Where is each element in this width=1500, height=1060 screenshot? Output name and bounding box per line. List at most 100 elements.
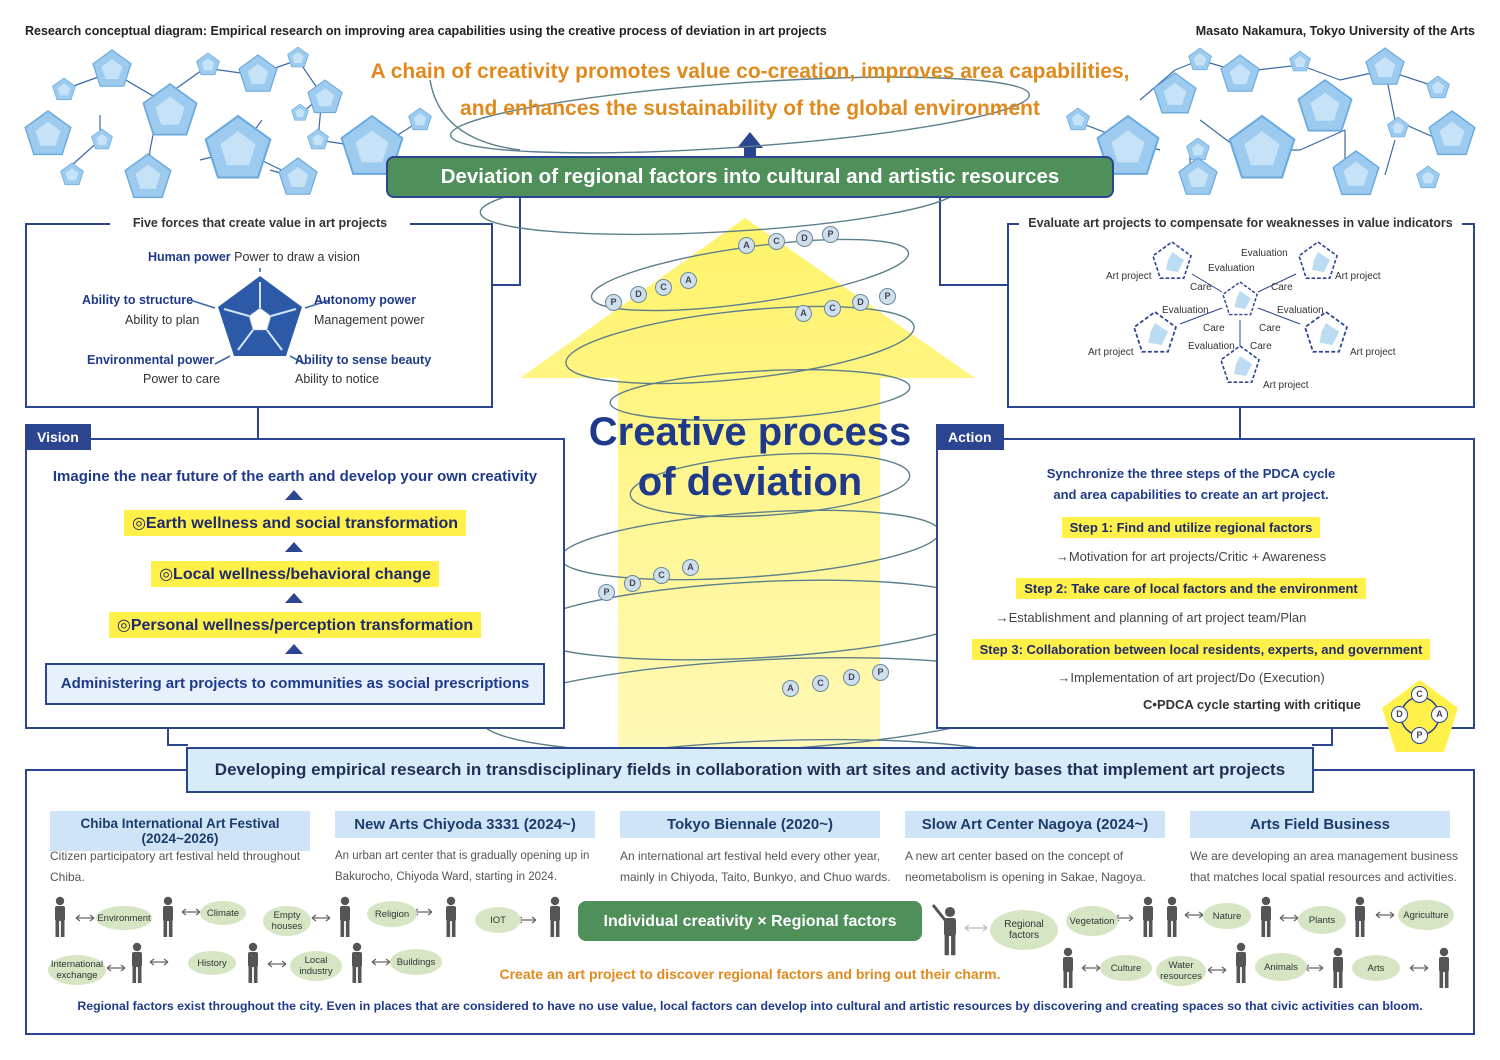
force-structure-label: Ability to structure <box>82 293 194 307</box>
footer-text: Regional factors exist throughout the ci… <box>77 999 1423 1013</box>
force-structure-text: Ability to plan <box>125 313 200 327</box>
card-chiba-desc1: Citizen participatory art festival held … <box>50 849 301 863</box>
five-forces-pentagon <box>218 276 302 356</box>
pdca-badge-c: C <box>655 279 672 296</box>
pdca-badge-c: C <box>768 233 785 250</box>
card-3331-title: New Arts Chiyoda 3331 (2024~) <box>335 811 595 838</box>
factor-agriculture: Agriculture <box>1398 900 1454 930</box>
eval-art-project-2: Art project <box>1335 271 1381 282</box>
card-biennale-title: Tokyo Biennale (2020~) <box>620 811 880 838</box>
action-step1-desc: →Motivation for art projects/Critic + Aw… <box>1055 549 1327 564</box>
factor-buildings: Buildings <box>390 949 442 975</box>
people-icons <box>55 896 1449 988</box>
center-title-line1: Creative process <box>588 410 912 454</box>
five-forces-title: Five forces that create value in art pro… <box>132 216 388 230</box>
pdca-badge-p: P <box>605 294 622 311</box>
pdca-badge-c: C <box>824 300 841 317</box>
action-step2-wrap: Step 2: Take care of local factors and t… <box>946 578 1436 599</box>
cpdca-letter-a: A <box>1431 706 1448 723</box>
five-forces-arrows <box>189 268 331 365</box>
factor-history: History <box>188 951 236 975</box>
card-afb-desc2: that matches local spatial resources and… <box>1190 870 1457 884</box>
eval-care-3: Care <box>1203 323 1225 334</box>
force-environmental-label: Environmental power <box>87 353 215 367</box>
evaluate-title: Evaluate art projects to compensate for … <box>1028 216 1453 230</box>
factor-international: International exchange <box>48 955 106 985</box>
create-line: Create an art project to discover region… <box>499 966 1001 982</box>
factor-environment: Environment <box>96 906 152 930</box>
eval-art-project-4: Art project <box>1350 347 1396 358</box>
headline-line1: A chain of creativity promotes value co-… <box>370 60 1130 83</box>
vision-item2: ◎Local wellness/behavioral change <box>151 561 439 587</box>
card-chiba-title: Chiba International Art Festival (2024~2… <box>50 811 310 851</box>
factor-animals: Animals <box>1255 953 1307 981</box>
force-human-label: Human power <box>148 250 231 264</box>
pdca-badge-c: C <box>653 567 670 584</box>
headline-line2: and enhances the sustainability of the g… <box>460 97 1040 120</box>
vision-bottom: Administering art projects to communitie… <box>45 663 545 705</box>
vision-item2-wrap: ◎Local wellness/behavioral change <box>35 561 555 587</box>
force-human-text: Power to draw a vision <box>234 250 360 264</box>
connector-lines <box>167 198 1333 746</box>
factor-culture: Culture <box>1100 955 1152 981</box>
vision-tag: Vision <box>25 424 91 450</box>
factor-empty-houses: Empty houses <box>263 906 311 936</box>
action-cycle-label: C•PDCA cycle starting with critique <box>1143 697 1361 712</box>
pdca-badge-d: D <box>630 286 647 303</box>
eval-art-project-3: Art project <box>1088 347 1134 358</box>
eval-evaluation-3: Evaluation <box>1162 305 1209 316</box>
center-title-line2: of deviation <box>637 460 863 504</box>
eval-art-project-1: Art project <box>1106 271 1152 282</box>
factor-local-industry: Local industry <box>290 951 342 981</box>
factor-religion: Religion <box>367 901 417 927</box>
eval-evaluation-2: Evaluation <box>1208 263 1255 274</box>
cpdca-letter-c: C <box>1411 686 1428 703</box>
cpdca-letter-d: D <box>1391 706 1408 723</box>
card-3331-desc2: Bakurocho, Chiyoda Ward, starting in 202… <box>335 871 558 883</box>
pdca-badge-a: A <box>795 305 812 322</box>
force-autonomy-text: Management power <box>314 313 425 327</box>
vision-item1-wrap: ◎Earth wellness and social transformatio… <box>35 510 555 536</box>
eval-care-1: Care <box>1190 282 1212 293</box>
factor-water: Water resources <box>1156 956 1206 986</box>
card-biennale-desc1: An international art festival held every… <box>620 849 881 863</box>
vision-lead: Imagine the near future of the earth and… <box>52 468 538 485</box>
action-step3-desc: →Implementation of art project/Do (Execu… <box>1057 670 1325 685</box>
pdca-badge-a: A <box>680 272 697 289</box>
pdca-badge-a: A <box>682 559 699 576</box>
pdca-badge-d: D <box>796 230 813 247</box>
action-step3: Step 3: Collaboration between local resi… <box>971 639 1431 660</box>
card-biennale-desc2: mainly in Chiyoda, Taito, Bunkyo, and Ch… <box>620 870 891 884</box>
creativity-bar: Individual creativity × Regional factors <box>578 901 922 941</box>
eval-art-project-5: Art project <box>1263 380 1309 391</box>
pdca-badge-d: D <box>843 669 860 686</box>
factor-iot: IOT <box>475 907 521 933</box>
card-nagoya-desc2: neometabolism is opening in Sakae, Nagoy… <box>905 870 1146 884</box>
card-3331-desc1: An urban art center that is gradually op… <box>335 850 590 862</box>
pdca-badge-p: P <box>598 584 615 601</box>
card-nagoya-title: Slow Art Center Nagoya (2024~) <box>905 811 1165 838</box>
evaluate-diagram <box>1100 236 1390 396</box>
pdca-badge-c: C <box>812 675 829 692</box>
pdca-badge-d: D <box>624 575 641 592</box>
action-step2: Step 2: Take care of local factors and t… <box>1016 578 1366 599</box>
up-arrow <box>737 132 763 158</box>
card-nagoya-desc1: A new art center based on the concept of <box>905 849 1124 863</box>
force-human: Human power Power to draw a vision <box>148 250 360 264</box>
pdca-badge-p: P <box>822 226 839 243</box>
action-step1-wrap: Step 1: Find and utilize regional factor… <box>946 517 1436 538</box>
eval-care-5: Care <box>1250 341 1272 352</box>
card-afb-title: Arts Field Business <box>1190 811 1450 838</box>
research-bar: Developing empirical research in transdi… <box>186 747 1314 793</box>
factor-arts: Arts <box>1352 955 1400 981</box>
vision-item3-wrap: ◎Personal wellness/perception transforma… <box>35 612 555 638</box>
vision-item1: ◎Earth wellness and social transformatio… <box>123 510 467 536</box>
action-step1: Step 1: Find and utilize regional factor… <box>1061 517 1321 538</box>
action-tag: Action <box>936 424 1004 450</box>
eval-care-4: Care <box>1259 323 1281 334</box>
factor-vegetation: Vegetation <box>1066 906 1118 936</box>
factor-regional: Regional factors <box>990 910 1058 950</box>
eval-evaluation-1: Evaluation <box>1241 248 1288 259</box>
author: Masato Nakamura, Tokyo University of the… <box>1195 24 1475 38</box>
force-beauty-text: Ability to notice <box>295 372 380 386</box>
